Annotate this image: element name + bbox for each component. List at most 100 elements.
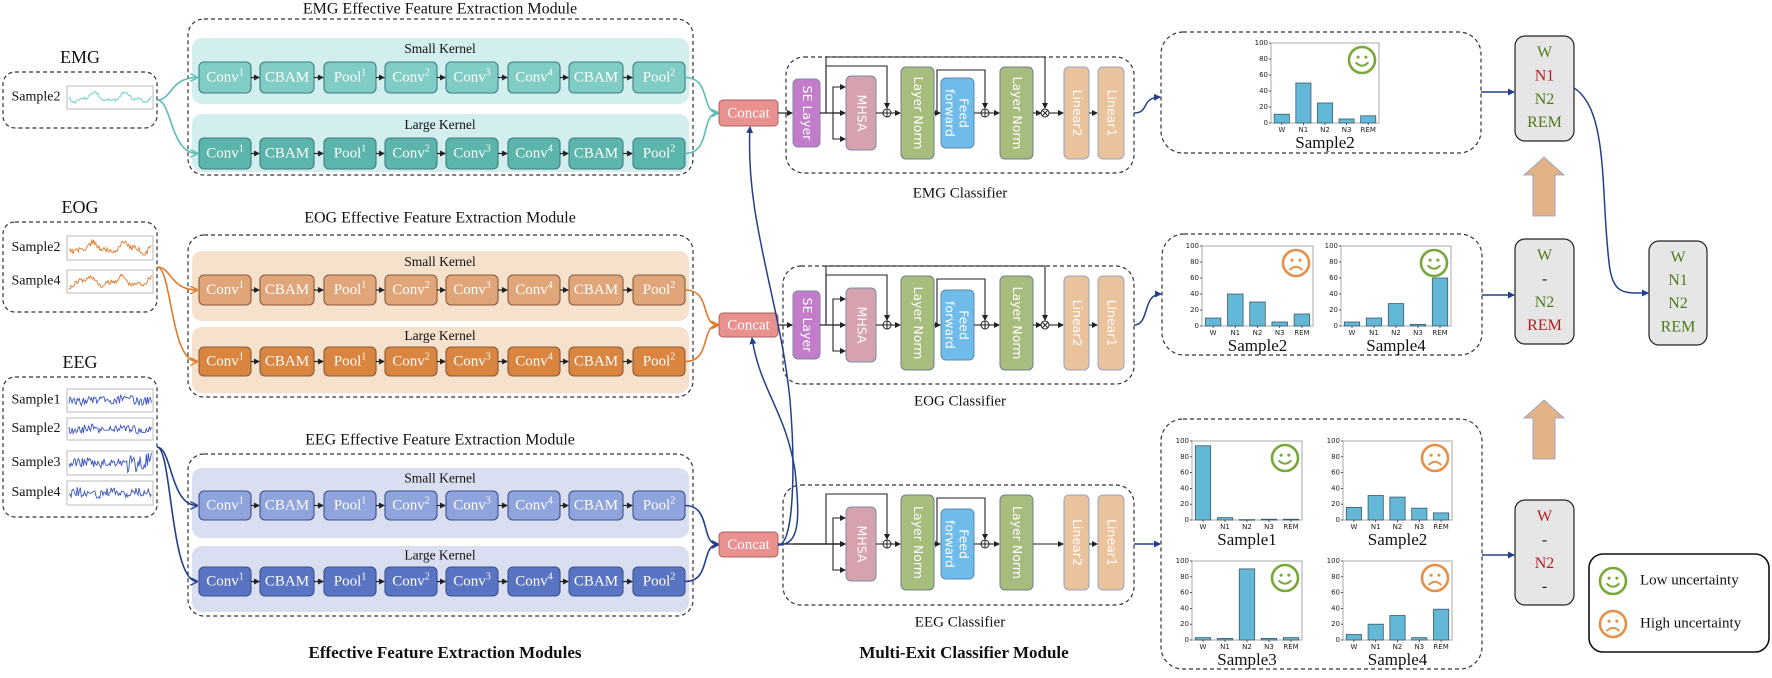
face-eye xyxy=(1429,573,1433,577)
block-label: Conv2 xyxy=(392,280,430,298)
y-tick-label: 100 xyxy=(1327,557,1340,565)
block-label-superscript: 1 xyxy=(361,572,366,583)
y-tick-label: 40 xyxy=(1190,290,1199,298)
block-label: Conv2 xyxy=(392,496,430,514)
y-tick-label: 100 xyxy=(1186,242,1199,250)
result-stage-label: N2 xyxy=(1535,294,1555,311)
block-label-base: Pool xyxy=(334,498,362,514)
block-label-superscript: 4 xyxy=(548,496,553,507)
input-sample-label: Sample3 xyxy=(12,455,61,470)
x-tick-label: W xyxy=(1349,329,1356,337)
bar-n1 xyxy=(1216,517,1234,521)
block-label-base: CBAM xyxy=(265,70,309,86)
block-label-superscript: 4 xyxy=(548,352,553,363)
large-kernel-to-concat-line xyxy=(684,113,718,155)
input-sample-label: Sample4 xyxy=(12,485,61,500)
block-label-base: Conv xyxy=(392,282,425,298)
block-label: Conv3 xyxy=(453,68,491,86)
x-tick-label: N1 xyxy=(1230,329,1240,337)
mhsa-q-line xyxy=(832,84,846,113)
block-label-base: Conv xyxy=(206,282,239,298)
chart-group-box-eog xyxy=(1161,233,1483,356)
small-kernel-to-concat-line xyxy=(684,504,718,545)
bar-rem xyxy=(1360,115,1377,124)
block-label-superscript: 2 xyxy=(670,496,675,507)
x-tick-label: W xyxy=(1200,643,1207,651)
bar-n3 xyxy=(1409,323,1427,327)
block-label: Conv4 xyxy=(515,280,553,298)
face-eye xyxy=(1428,258,1432,262)
block-label-base: Conv xyxy=(453,282,486,298)
face-eye xyxy=(1607,619,1611,623)
chart-title: Sample4 xyxy=(1368,650,1428,669)
result-stage-label: W xyxy=(1537,247,1553,264)
emg-classifier-to-chart-flow xyxy=(1133,93,1161,114)
input-sample-label: Sample2 xyxy=(12,421,61,436)
se-attention-line xyxy=(825,56,1048,113)
module-emg: EMG Effective Feature Extraction ModuleS… xyxy=(156,1,779,176)
block-label-superscript: 3 xyxy=(486,144,491,155)
input-signals: EMGSample2EOGSample2Sample4EEGSample1Sam… xyxy=(2,47,158,518)
layer-norm-block-2 xyxy=(999,275,1034,371)
block-label-superscript: 2 xyxy=(670,144,675,155)
add-icon-cross xyxy=(981,540,989,548)
x-tick-label: W xyxy=(1200,523,1207,531)
face-eye xyxy=(1279,453,1283,457)
block-label: Conv3 xyxy=(453,572,491,590)
block-label-superscript: 4 xyxy=(548,144,553,155)
block-label-base: Conv xyxy=(515,354,548,370)
face-mouth xyxy=(1355,61,1369,67)
input-to-large-kernel-line xyxy=(156,266,197,362)
happy-face-icon xyxy=(1419,248,1449,278)
result-stage-label: REM xyxy=(1527,317,1562,334)
legend-frame xyxy=(1588,553,1770,653)
block-label-base: Conv xyxy=(515,70,548,86)
y-tick-label: 0 xyxy=(1185,636,1189,644)
sad-face-icon xyxy=(1420,443,1450,473)
happy-face-icon xyxy=(1270,443,1300,473)
small-kernel-label: Small Kernel xyxy=(404,471,476,486)
block-label-base: Conv xyxy=(515,574,548,590)
chart-title: Sample2 xyxy=(1228,336,1288,355)
block-label: CBAM xyxy=(265,282,309,298)
block-label-base: Conv xyxy=(206,146,239,162)
block-label: Conv4 xyxy=(515,144,553,162)
bar-n2 xyxy=(1389,496,1406,521)
mhsa-q-line xyxy=(832,296,846,325)
small-kernel-band xyxy=(192,38,689,104)
exit-result-eog-frame xyxy=(1514,238,1575,345)
y-tick-label: 0 xyxy=(1336,636,1340,644)
result-stage-label: W xyxy=(1670,249,1686,266)
multiply-icon-cross xyxy=(1041,109,1049,117)
block-label-base: Pool xyxy=(643,282,671,298)
linear2-block-label: Linear2 xyxy=(1070,90,1085,137)
mhsa-v-line xyxy=(832,113,846,142)
small-kernel-band xyxy=(192,251,689,321)
layer-norm-block-2-label: Layer Norm xyxy=(1010,287,1025,360)
x-tick-label: N3 xyxy=(1414,643,1424,651)
block-label-superscript: 1 xyxy=(361,68,366,79)
concat-label: Concat xyxy=(727,537,770,553)
linear1-block xyxy=(1097,494,1125,591)
mhsa-q-line xyxy=(832,515,846,544)
concat-label: Concat xyxy=(727,105,770,121)
linear1-block xyxy=(1097,66,1125,160)
eog-classifier-to-chart-flow xyxy=(1133,290,1162,326)
block-label-base: CBAM xyxy=(574,574,618,590)
x-tick-label: N2 xyxy=(1253,329,1263,337)
block-label: CBAM xyxy=(574,282,618,298)
y-tick-label: 20 xyxy=(1329,306,1338,314)
large-kernel-band xyxy=(192,114,689,172)
x-tick-label: REM xyxy=(1283,523,1298,531)
exit-result-eeg: W-N2- xyxy=(1514,499,1575,606)
face-mouth xyxy=(1428,460,1442,466)
block-label: CBAM xyxy=(574,498,618,514)
x-tick-label: W xyxy=(1210,329,1217,337)
